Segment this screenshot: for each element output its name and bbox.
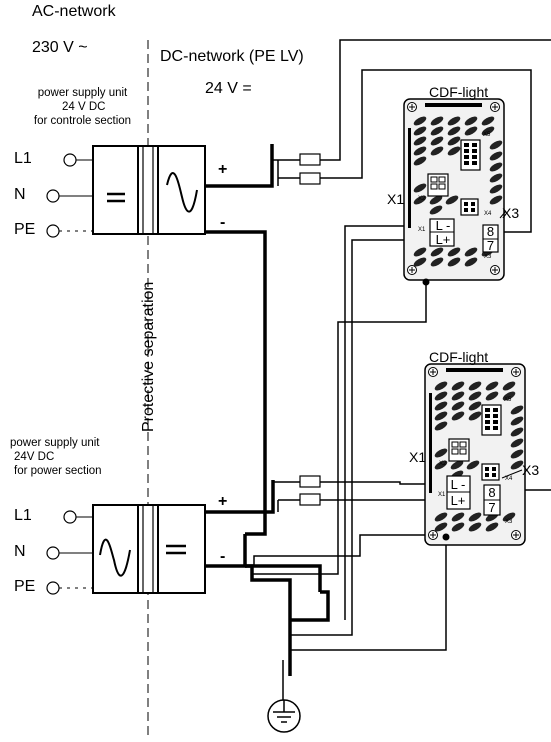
device-bottom-l-plus: L+ <box>450 493 466 508</box>
ac-input-pe-control: PE <box>14 221 36 238</box>
device-bottom-x5-small: X5 <box>504 397 512 403</box>
ac-input-n-control: N <box>14 186 26 203</box>
device-top-l-minus: L - <box>435 218 451 233</box>
device-top-x1-small: X1 <box>418 227 426 233</box>
ac-input-l1-control: L1 <box>14 150 32 167</box>
psu-power-line3: for power section <box>14 465 102 477</box>
psu-control-label: power supply unit 24 V DC for controle s… <box>20 86 145 128</box>
device-top-x4-small: X4 <box>484 211 492 217</box>
protective-separation-label: Protective separation <box>140 281 157 432</box>
ground-icon <box>267 699 301 733</box>
ac-input-pe-power: PE <box>14 578 36 595</box>
device-top-x1: X1 <box>387 191 405 207</box>
device-bottom-pin8: 8 <box>488 485 496 500</box>
psu-control-minus: - <box>220 214 226 231</box>
device-top-l-plus: L+ <box>435 232 451 247</box>
psu-power-line2: 24V DC <box>14 451 55 463</box>
device-top-name: CDF-light <box>429 84 489 100</box>
device-bottom-l-minus: L - <box>450 477 466 492</box>
psu-power-line1: power supply unit <box>10 437 100 449</box>
device-bottom-x2-small: X2 <box>439 461 447 467</box>
device-bottom-pin7: 7 <box>488 500 496 515</box>
ac-network-title: AC-network <box>32 3 116 20</box>
ac-network-voltage: 230 V ~ <box>32 39 88 56</box>
psu-control-line3: for controle section <box>33 115 132 127</box>
psu-power-box <box>92 504 206 594</box>
dc-network-title: DC-network (PE LV) <box>160 48 304 65</box>
ac-input-n-power: N <box>14 543 26 560</box>
device-bottom-x1: X1 <box>409 449 427 465</box>
device-top-x3-small: X3 <box>484 254 492 260</box>
dc-network-voltage: 24 V = <box>205 80 252 97</box>
device-bottom-name: CDF-light <box>429 349 489 365</box>
device-bottom-x4-small: X4 <box>505 476 513 482</box>
psu-power-label: power supply unit 24V DC for power secti… <box>10 436 102 478</box>
device-top-pin8: 8 <box>486 224 495 239</box>
device-top-x3: X3 <box>502 205 520 221</box>
device-bottom-x3: X3 <box>522 462 540 478</box>
psu-control-line2: 24 V DC <box>62 101 106 113</box>
device-bottom-body <box>424 363 526 546</box>
psu-control-line1: power supply unit <box>37 87 128 99</box>
device-bottom-x3-small: X3 <box>505 519 513 525</box>
device-top-x5-small: X5 <box>483 132 491 138</box>
device-top-x2-small: X2 <box>418 196 426 202</box>
device-bottom-x1-small: X1 <box>438 492 446 498</box>
psu-power-plus: + <box>218 493 228 510</box>
psu-control-box <box>92 145 206 235</box>
ac-input-l1-power: L1 <box>14 507 32 524</box>
device-top-body <box>403 98 505 281</box>
device-top-pin7: 7 <box>486 238 495 253</box>
psu-control-plus: + <box>218 161 228 178</box>
psu-power-minus: - <box>220 548 226 565</box>
